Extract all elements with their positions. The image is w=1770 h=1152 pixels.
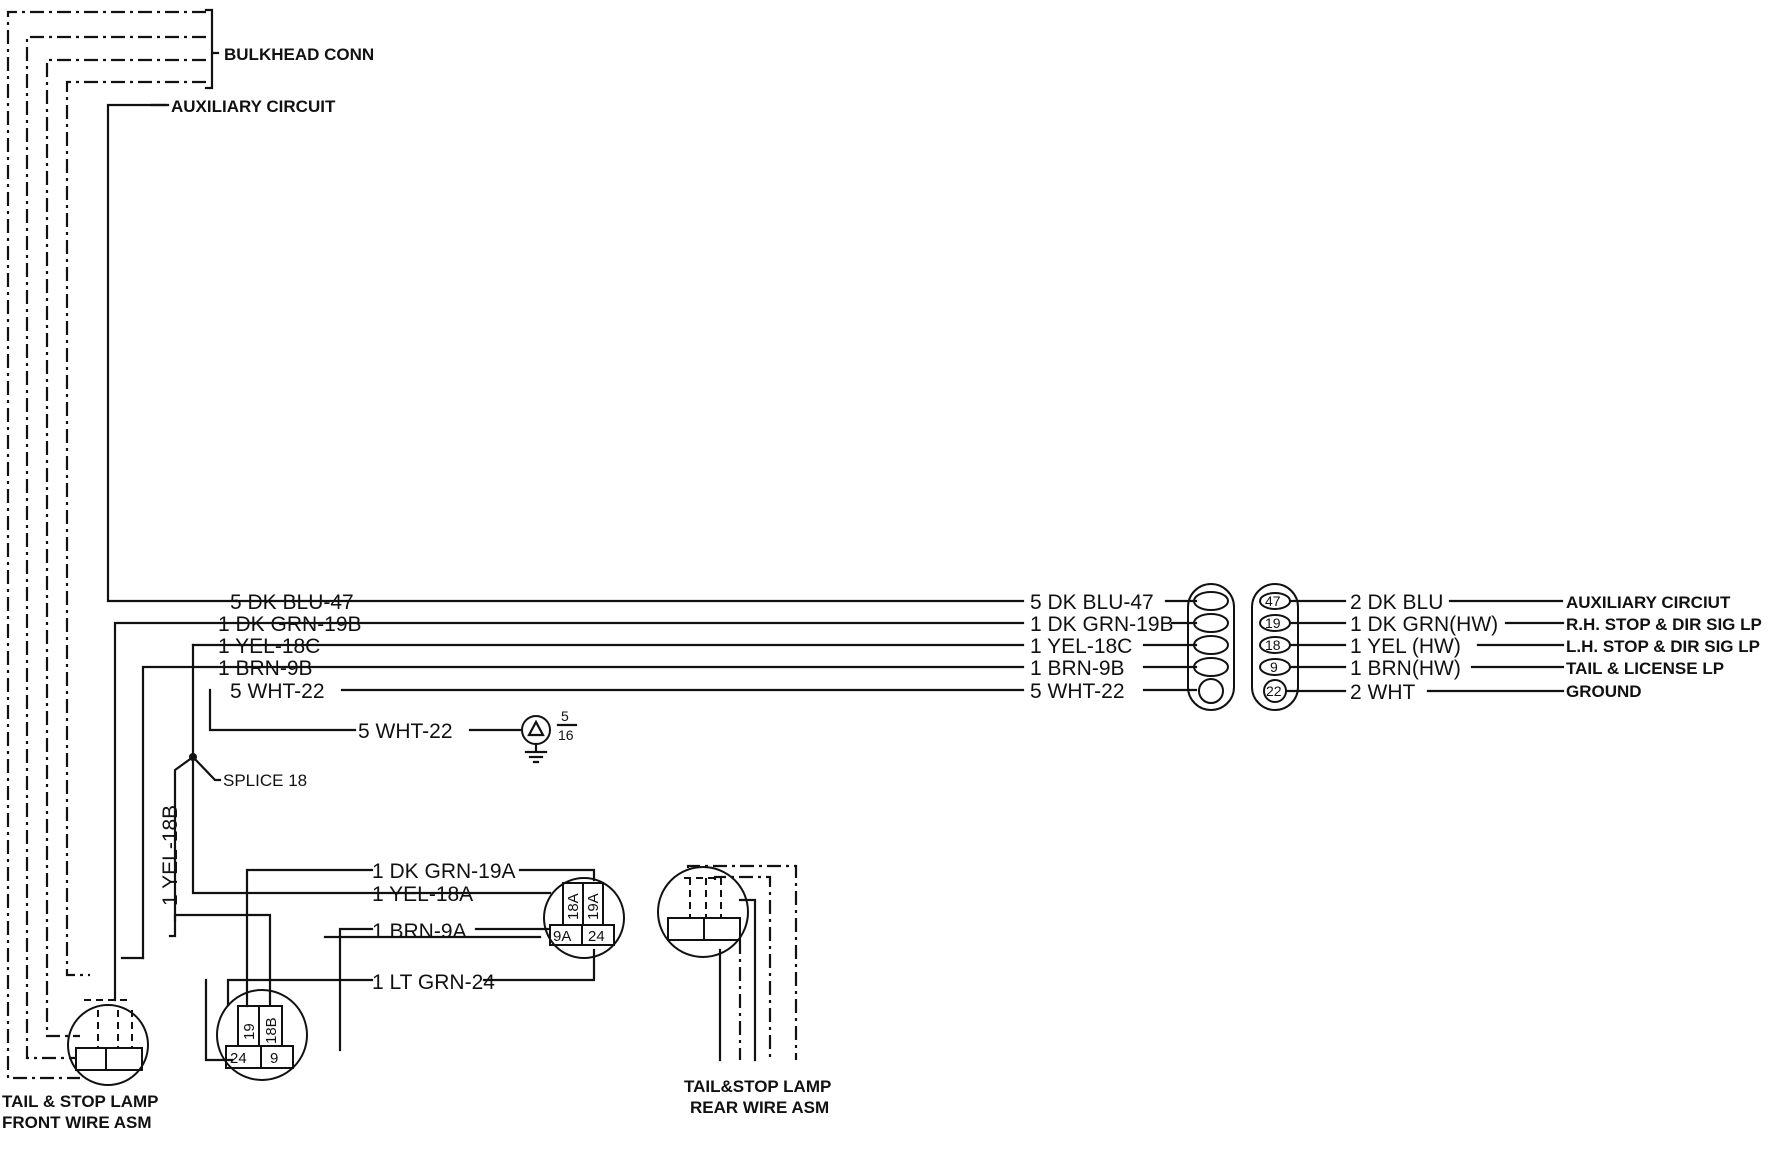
fraction-denominator: 16 [558, 727, 574, 743]
pin-number: 47 [1265, 593, 1281, 609]
socket-pin-label: 18A [565, 893, 582, 920]
outgoing-dest-label: AUXILIARY CIRCIUT [1566, 593, 1731, 612]
auxiliary-wire [106, 103, 372, 603]
rear-asm-label-1: TAIL&STOP LAMP [684, 1077, 831, 1096]
outgoing-wire-label: 2 WHT [1350, 681, 1416, 704]
right-wire-label: 5 DK BLU-47 [1030, 591, 1154, 614]
outgoing-dest-label: R.H. STOP & DIR SIG LP [1566, 615, 1762, 634]
socket-pin-label: 24 [588, 928, 605, 945]
front-asm-label-1: TAIL & STOP LAMP [2, 1092, 158, 1111]
ground-wire-label: 5 WHT-22 [358, 720, 453, 743]
pin-number: 19 [1265, 615, 1281, 631]
left-wire-label: 5 DK BLU-47 [230, 591, 354, 614]
outgoing-wire-label: 1 BRN(HW) [1350, 657, 1461, 680]
left-wire-label: 1 BRN-9B [218, 657, 313, 680]
front-asm-label-2: FRONT WIRE ASM [2, 1113, 152, 1132]
outgoing-wire-label: 2 DK BLU [1350, 591, 1443, 614]
right-wire-label: 1 BRN-9B [1030, 657, 1125, 680]
vertical-wire-label: 1 YEL-18B [159, 805, 182, 906]
outgoing-dest-label: TAIL & LICENSE LP [1566, 659, 1724, 678]
lower-wire-label: 1 LT GRN-24 [372, 971, 495, 994]
lower-wire-label: 1 DK GRN-19A [372, 860, 516, 883]
bulkhead-conn-label: BULKHEAD CONN [224, 45, 374, 64]
left-wire-label: 1 DK GRN-19B [218, 613, 362, 636]
socket-pin-label: 18B [263, 1017, 280, 1044]
socket-b: 19 18B 24 9 [216, 989, 308, 1081]
socket-pin-label: 9A [553, 928, 571, 945]
auxiliary-circuit-top-label: AUXILIARY CIRCUIT [171, 97, 336, 116]
bulkhead-bracket [204, 8, 220, 90]
harness-right-labels: 5 DK BLU-47 1 DK GRN-19B 1 YEL-18C 1 BRN… [1025, 588, 1198, 706]
ground-branch: 5 WHT-22 5 16 [358, 708, 578, 764]
pin-number: 18 [1265, 637, 1281, 653]
socket-pin-label: 19 [241, 1023, 258, 1040]
harness-left-labels: 5 DK BLU-47 1 DK GRN-19B 1 YEL-18C 1 BRN… [218, 591, 362, 703]
ground-icon [524, 742, 548, 764]
outgoing-wires: 2 DK BLU 1 DK GRN(HW) 1 YEL (HW) 1 BRN(H… [1285, 591, 1762, 704]
socket-a: 18A 19A 9A 24 [543, 877, 625, 959]
rear-asm-label-2: REAR WIRE ASM [690, 1098, 829, 1117]
left-wire-label: 5 WHT-22 [230, 680, 325, 703]
outgoing-wire-label: 1 DK GRN(HW) [1350, 613, 1498, 636]
main-harness [113, 599, 1025, 1002]
outgoing-wire-label: 1 YEL (HW) [1350, 635, 1461, 658]
fraction-numerator: 5 [561, 708, 569, 724]
socket-pin-label: 19A [585, 893, 602, 920]
socket-pin-label: 24 [230, 1050, 247, 1067]
right-wire-label: 1 YEL-18C [1030, 635, 1132, 658]
socket-pin-label: 9 [270, 1050, 278, 1067]
splice-18: SPLICE 18 1 YEL-18B [159, 643, 552, 938]
rear-lamp-plug [657, 864, 798, 1062]
right-wire-label: 1 DK GRN-19B [1030, 613, 1174, 636]
outgoing-dest-label: L.H. STOP & DIR SIG LP [1566, 637, 1760, 656]
harness-connector-male [1187, 583, 1235, 711]
left-wire-label: 1 YEL-18C [218, 635, 320, 658]
splice-label: SPLICE 18 [223, 771, 307, 790]
bulkhead-wires [6, 10, 206, 1080]
pin-number: 22 [1266, 683, 1282, 699]
pin-number: 9 [1270, 659, 1278, 675]
lower-wires: 1 DK GRN-19A 1 YEL-18A 1 BRN-9A 1 LT GRN… [120, 860, 596, 1062]
outgoing-dest-label: GROUND [1566, 682, 1642, 701]
lower-wire-label: 1 YEL-18A [372, 883, 473, 906]
right-wire-label: 5 WHT-22 [1030, 680, 1125, 703]
front-lamp-plug [67, 999, 149, 1086]
lower-wire-label: 1 BRN-9A [372, 920, 467, 943]
